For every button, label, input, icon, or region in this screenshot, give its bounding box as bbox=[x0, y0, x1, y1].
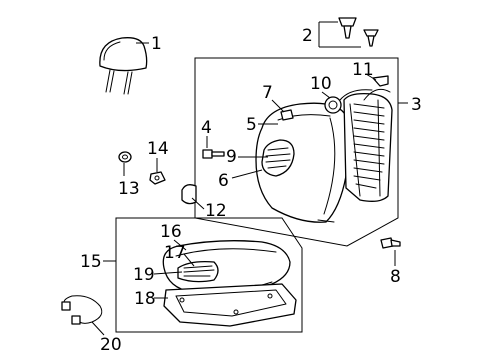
callout-13: 13 bbox=[118, 179, 140, 199]
lower-bolt[interactable] bbox=[380, 237, 401, 249]
leader-12 bbox=[191, 197, 205, 210]
callout-2: 2 bbox=[302, 26, 313, 46]
leader-16 bbox=[173, 239, 187, 251]
leader-6 bbox=[231, 169, 263, 179]
callout-8: 8 bbox=[390, 267, 401, 287]
callout-9: 9 bbox=[226, 147, 237, 167]
trim-cap[interactable] bbox=[181, 184, 197, 205]
leader-19 bbox=[153, 271, 183, 275]
headrest-guides[interactable] bbox=[338, 17, 379, 47]
callout-7: 7 bbox=[262, 83, 273, 103]
callout-20: 20 bbox=[100, 335, 122, 355]
leader-20 bbox=[91, 321, 105, 336]
upper-clip[interactable] bbox=[280, 109, 294, 121]
callout-4: 4 bbox=[201, 118, 212, 138]
nut[interactable] bbox=[149, 171, 166, 185]
wire-harness[interactable] bbox=[61, 295, 103, 325]
cushion-frame[interactable] bbox=[163, 283, 297, 327]
heater-pad[interactable] bbox=[261, 139, 295, 177]
seatback-cover[interactable] bbox=[255, 102, 351, 223]
callout-19: 19 bbox=[133, 265, 155, 285]
callout-6: 6 bbox=[218, 171, 229, 191]
callout-3: 3 bbox=[411, 95, 422, 115]
callout-15: 15 bbox=[80, 252, 102, 272]
clip-bracket[interactable] bbox=[372, 75, 389, 87]
recliner-bolt[interactable] bbox=[202, 149, 225, 159]
cushion-group-frame bbox=[115, 217, 303, 333]
callout-12: 12 bbox=[205, 201, 227, 221]
leader-17 bbox=[183, 253, 195, 267]
callout-14: 14 bbox=[147, 139, 169, 159]
callout-17: 17 bbox=[164, 243, 186, 263]
callout-1: 1 bbox=[151, 34, 162, 54]
leader-7 bbox=[271, 99, 285, 113]
heater-panel[interactable] bbox=[177, 260, 219, 283]
bushing[interactable] bbox=[118, 151, 132, 163]
leader-2 bbox=[318, 21, 361, 48]
callout-18: 18 bbox=[134, 289, 156, 309]
seatback-frame[interactable] bbox=[343, 88, 393, 202]
callout-5: 5 bbox=[246, 115, 257, 135]
callout-10: 10 bbox=[310, 74, 332, 94]
leader-10 bbox=[321, 91, 331, 99]
headrest[interactable] bbox=[99, 37, 148, 95]
leader-11 bbox=[365, 73, 377, 81]
lumbar-motor[interactable] bbox=[324, 89, 373, 114]
callout-16: 16 bbox=[160, 222, 182, 242]
